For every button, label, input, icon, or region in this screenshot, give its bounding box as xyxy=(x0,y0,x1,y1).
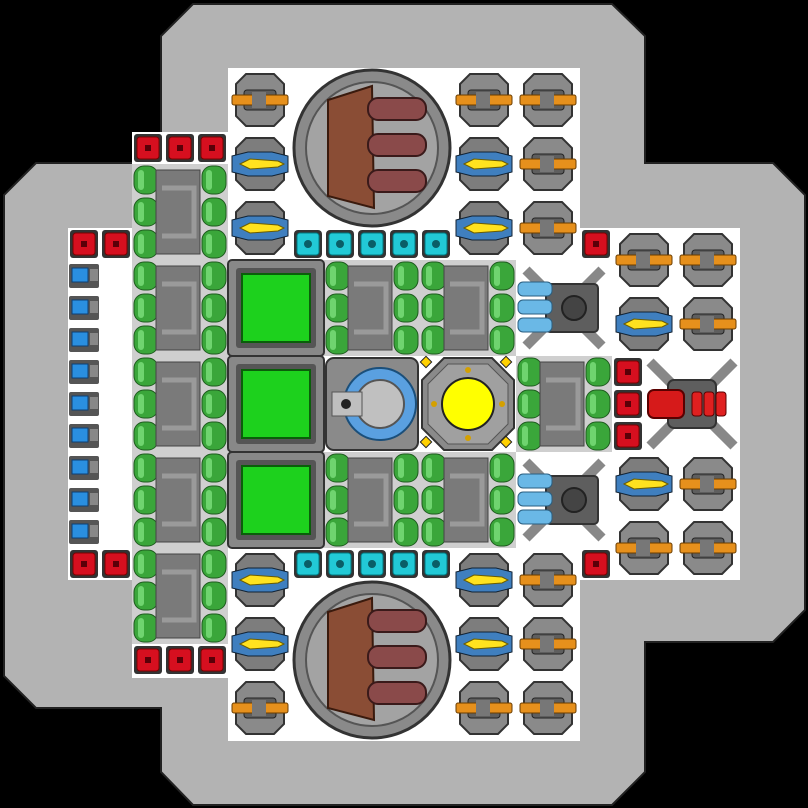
armor-block[interactable] xyxy=(614,422,642,450)
missile-launcher[interactable] xyxy=(231,201,289,255)
fuel-tank[interactable] xyxy=(420,452,516,548)
missile-launcher[interactable] xyxy=(615,297,673,351)
shield-emitter[interactable] xyxy=(422,550,450,578)
gun-turret[interactable] xyxy=(519,681,577,735)
gun-turret[interactable] xyxy=(231,681,289,735)
battery[interactable] xyxy=(69,488,99,512)
main-cannon[interactable] xyxy=(292,580,452,740)
gun-turret[interactable] xyxy=(615,233,673,287)
missile-launcher[interactable] xyxy=(455,137,513,191)
sensor-dome[interactable] xyxy=(325,357,419,451)
fuel-tank[interactable] xyxy=(132,164,228,260)
fuel-tank[interactable] xyxy=(420,260,516,356)
shield-emitter[interactable] xyxy=(358,550,386,578)
armor-block[interactable] xyxy=(582,550,610,578)
gun-turret[interactable] xyxy=(519,617,577,671)
armor-block[interactable] xyxy=(166,646,194,674)
missile-launcher[interactable] xyxy=(231,137,289,191)
cargo-hold[interactable] xyxy=(227,355,325,453)
armor-block[interactable] xyxy=(198,646,226,674)
gun-turret[interactable] xyxy=(231,73,289,127)
shield-emitter[interactable] xyxy=(390,230,418,258)
armor-block[interactable] xyxy=(166,134,194,162)
shield-emitter[interactable] xyxy=(326,550,354,578)
missile-launcher[interactable] xyxy=(455,553,513,607)
armor-block[interactable] xyxy=(134,134,162,162)
armor-block[interactable] xyxy=(70,550,98,578)
missile-launcher[interactable] xyxy=(455,201,513,255)
shield-emitter[interactable] xyxy=(358,230,386,258)
missile-launcher[interactable] xyxy=(615,457,673,511)
cargo-hold[interactable] xyxy=(227,259,325,357)
fuel-tank[interactable] xyxy=(324,452,420,548)
gun-turret[interactable] xyxy=(455,73,513,127)
thruster-engine[interactable] xyxy=(517,458,606,542)
armor-block[interactable] xyxy=(614,390,642,418)
thruster-engine[interactable] xyxy=(517,266,606,350)
battery[interactable] xyxy=(69,360,99,384)
fuel-tank[interactable] xyxy=(132,356,228,452)
missile-launcher[interactable] xyxy=(231,553,289,607)
missile-launcher[interactable] xyxy=(231,617,289,671)
shield-emitter[interactable] xyxy=(294,550,322,578)
battery[interactable] xyxy=(69,424,99,448)
gun-turret[interactable] xyxy=(615,521,673,575)
shield-emitter[interactable] xyxy=(422,230,450,258)
fuel-tank[interactable] xyxy=(132,548,228,644)
battery[interactable] xyxy=(69,456,99,480)
gun-turret[interactable] xyxy=(679,521,737,575)
armor-block[interactable] xyxy=(102,230,130,258)
shield-emitter[interactable] xyxy=(390,550,418,578)
battery[interactable] xyxy=(69,264,99,288)
fuel-tank[interactable] xyxy=(132,260,228,356)
gun-turret[interactable] xyxy=(519,137,577,191)
reactor-core[interactable] xyxy=(419,355,515,451)
battery[interactable] xyxy=(69,296,99,320)
armor-block[interactable] xyxy=(134,646,162,674)
armor-block[interactable] xyxy=(614,358,642,386)
fuel-tank[interactable] xyxy=(324,260,420,356)
fuel-tank[interactable] xyxy=(132,452,228,548)
gun-turret[interactable] xyxy=(679,297,737,351)
cargo-hold[interactable] xyxy=(227,451,325,549)
shield-emitter[interactable] xyxy=(294,230,322,258)
command-core[interactable] xyxy=(646,358,738,450)
battery[interactable] xyxy=(69,520,99,544)
shield-emitter[interactable] xyxy=(326,230,354,258)
battery[interactable] xyxy=(69,328,99,352)
armor-block[interactable] xyxy=(582,230,610,258)
gun-turret[interactable] xyxy=(679,457,737,511)
missile-launcher[interactable] xyxy=(455,617,513,671)
gun-turret[interactable] xyxy=(519,201,577,255)
gun-turret[interactable] xyxy=(679,233,737,287)
fuel-tank[interactable] xyxy=(516,356,612,452)
armor-block[interactable] xyxy=(198,134,226,162)
main-cannon[interactable] xyxy=(292,68,452,228)
armor-block[interactable] xyxy=(102,550,130,578)
armor-block[interactable] xyxy=(70,230,98,258)
gun-turret[interactable] xyxy=(519,73,577,127)
battery[interactable] xyxy=(69,392,99,416)
gun-turret[interactable] xyxy=(455,681,513,735)
gun-turret[interactable] xyxy=(519,553,577,607)
